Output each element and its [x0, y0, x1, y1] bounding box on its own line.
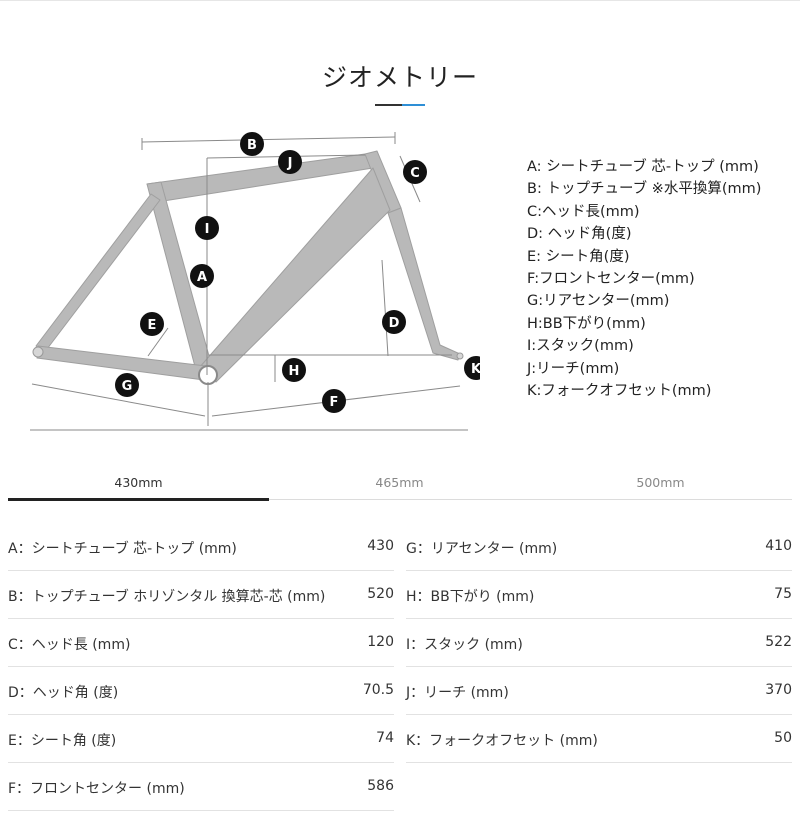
- spec-label: D：ヘッド角 (度): [8, 685, 119, 701]
- legend-item-e: E: シート角(度): [527, 248, 630, 265]
- spec-row-k: K：フォークオフセット (mm) 50: [406, 715, 792, 763]
- spec-value: 522: [765, 634, 792, 650]
- spec-row-g: G：リアセンター (mm) 410: [406, 523, 792, 571]
- legend-item-g: G:リアセンター(mm): [527, 293, 670, 310]
- marker-b-label: B: [247, 138, 257, 153]
- spec-label: J：リーチ (mm): [406, 685, 509, 701]
- spec-label: F：フロントセンター (mm): [8, 781, 185, 797]
- marker-d: D: [382, 310, 406, 334]
- tab-active-indicator: [8, 498, 269, 501]
- legend-item-j: J:リーチ(mm): [527, 360, 620, 377]
- legend-item-h: H:BB下がり(mm): [527, 315, 646, 332]
- spec-value: 520: [367, 586, 394, 602]
- marker-e-label: E: [148, 318, 157, 333]
- marker-k-label: K: [471, 362, 480, 377]
- spec-value: 586: [367, 778, 394, 794]
- marker-k: K: [464, 356, 480, 380]
- marker-f: F: [322, 389, 346, 413]
- spec-value: 50: [774, 730, 792, 746]
- marker-e: E: [140, 312, 164, 336]
- spec-label: A：シートチューブ 芯-トップ (mm): [8, 541, 237, 557]
- geometry-diagram: B J C I A E D H: [30, 132, 480, 431]
- spec-row-d: D：ヘッド角 (度) 70.5: [8, 667, 394, 715]
- spec-value: 75: [774, 586, 792, 602]
- spec-value: 370: [765, 682, 792, 698]
- top-divider: [0, 0, 800, 1]
- page-title: ジオメトリー: [321, 63, 478, 92]
- title-underline-dark: [375, 104, 402, 106]
- legend-item-f: F:フロントセンター(mm): [527, 271, 695, 288]
- spec-row-c: C：ヘッド長 (mm) 120: [8, 619, 394, 667]
- marker-c-label: C: [410, 166, 420, 181]
- spec-value: 410: [765, 538, 792, 554]
- title-underline: [375, 104, 425, 106]
- marker-g: G: [115, 373, 139, 397]
- spec-row-b: B：トップチューブ ホリゾンタル 換算芯-芯 (mm) 520: [8, 571, 394, 619]
- tab-baseline: [8, 499, 792, 500]
- spec-value: 430: [367, 538, 394, 554]
- spec-value: 74: [376, 730, 394, 746]
- spec-label: K：フォークオフセット (mm): [406, 733, 598, 749]
- marker-b: B: [240, 132, 264, 156]
- geometry-legend: A: シートチューブ 芯-トップ (mm) B: トップチューブ ※水平換算(m…: [527, 156, 761, 402]
- frame-tubes: [35, 150, 461, 383]
- marker-h-label: H: [289, 364, 300, 379]
- legend-item-k: K:フォークオフセット(mm): [527, 383, 712, 400]
- spec-row-h: H：BB下がり (mm) 75: [406, 571, 792, 619]
- dimension-markers: B J C I A E D H: [115, 132, 480, 413]
- spec-row-a: A：シートチューブ 芯-トップ (mm) 430: [8, 523, 394, 571]
- tab-500mm[interactable]: 500mm: [636, 475, 685, 490]
- marker-j: J: [278, 150, 302, 174]
- spec-label: E：シート角 (度): [8, 733, 117, 749]
- tab-430mm[interactable]: 430mm: [114, 475, 163, 490]
- legend-item-a: A: シートチューブ 芯-トップ (mm): [527, 159, 759, 175]
- marker-f-label: F: [330, 395, 339, 410]
- marker-d-label: D: [389, 316, 400, 331]
- marker-a: A: [190, 264, 214, 288]
- marker-i: I: [195, 216, 219, 240]
- tab-465mm[interactable]: 465mm: [375, 475, 424, 490]
- frame-joints: [32, 346, 464, 385]
- spec-row-i: I：スタック (mm) 522: [406, 619, 792, 667]
- spec-label: H：BB下がり (mm): [406, 589, 535, 605]
- marker-g-label: G: [122, 379, 133, 394]
- spec-row-j: J：リーチ (mm) 370: [406, 667, 792, 715]
- marker-i-label: I: [205, 222, 210, 237]
- spec-table-left: A：シートチューブ 芯-トップ (mm) 430 B：トップチューブ ホリゾンタ…: [8, 523, 394, 811]
- spec-label: B：トップチューブ ホリゾンタル 換算芯-芯 (mm): [8, 589, 326, 605]
- spec-label: G：リアセンター (mm): [406, 541, 558, 557]
- spec-label: I：スタック (mm): [406, 637, 523, 653]
- spec-value: 120: [367, 634, 394, 650]
- spec-table-right: G：リアセンター (mm) 410 H：BB下がり (mm) 75 I：スタック…: [406, 523, 792, 763]
- spec-row-e: E：シート角 (度) 74: [8, 715, 394, 763]
- legend-item-b: B: トップチューブ ※水平換算(mm): [527, 181, 762, 198]
- spec-label: C：ヘッド長 (mm): [8, 637, 131, 653]
- legend-item-i: I:スタック(mm): [527, 338, 634, 355]
- spec-row-f: F：フロントセンター (mm) 586: [8, 763, 394, 811]
- size-tabs: 430mm 465mm 500mm: [8, 470, 792, 501]
- marker-c: C: [403, 160, 427, 184]
- marker-h: H: [282, 358, 306, 382]
- marker-j-label: J: [287, 156, 293, 171]
- marker-a-label: A: [197, 270, 207, 285]
- legend-item-d: D: ヘッド角(度): [527, 226, 632, 243]
- title-underline-accent: [402, 104, 425, 106]
- spec-value: 70.5: [362, 682, 394, 698]
- legend-item-c: C:ヘッド長(mm): [527, 203, 640, 220]
